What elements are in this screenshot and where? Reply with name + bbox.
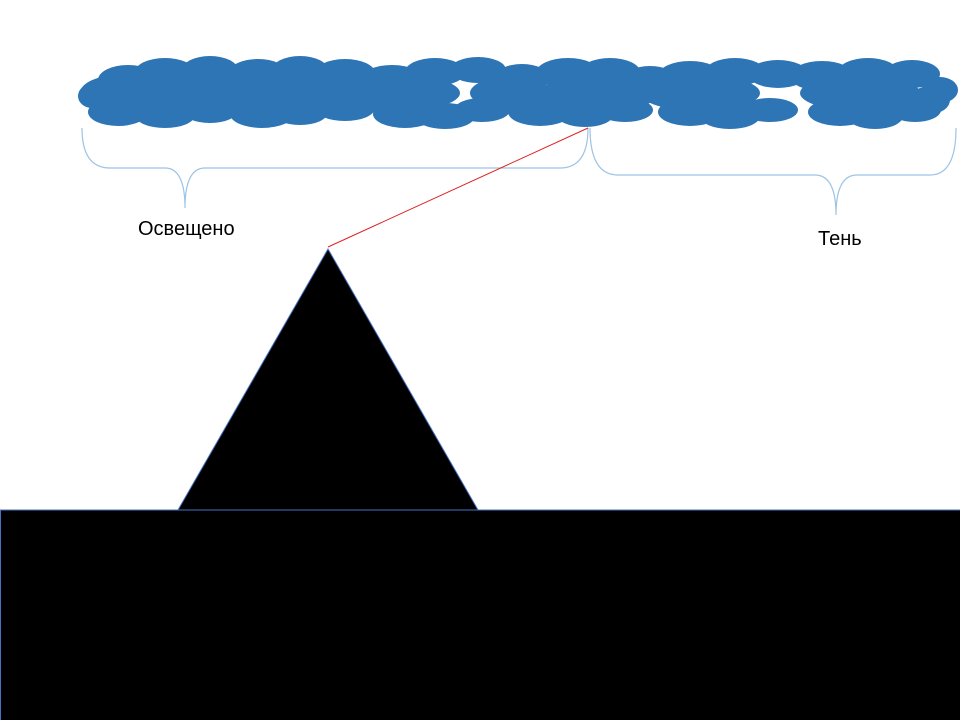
cloud-puff <box>470 77 550 109</box>
cloud-puff <box>240 75 360 111</box>
shadow-label: Тень <box>818 228 862 250</box>
cloud-icon <box>78 56 958 129</box>
cloud-puff <box>800 75 920 111</box>
cloud-puff <box>910 86 950 114</box>
cloud-puff <box>450 57 506 83</box>
cloud-puff <box>742 98 798 122</box>
cloud-puff <box>340 75 460 111</box>
cloud-puff <box>80 75 160 111</box>
lit-label: Освещено <box>138 218 235 240</box>
cloud-puff <box>140 75 260 111</box>
light-ray-line <box>327 127 589 248</box>
ground-block <box>0 509 960 720</box>
cloud-puff <box>540 75 660 111</box>
mountain-icon <box>177 247 479 511</box>
shadow-zone-brace <box>589 127 957 216</box>
lit-zone-brace <box>81 127 589 209</box>
cloud-puff <box>640 75 760 111</box>
